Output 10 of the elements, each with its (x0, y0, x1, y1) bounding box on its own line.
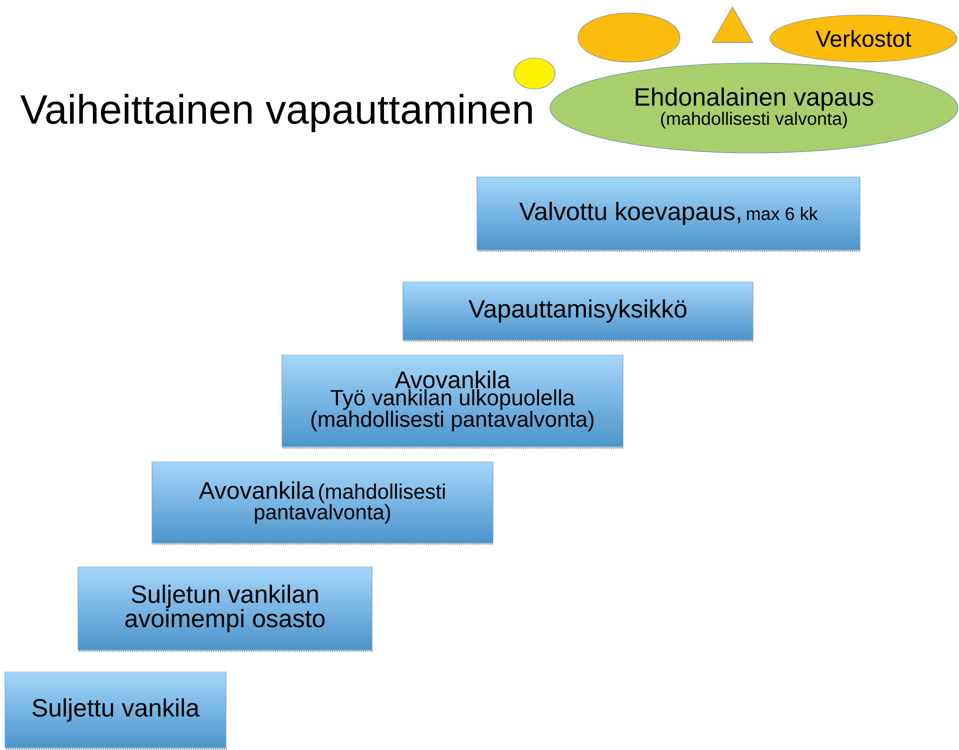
step-box: Avovankila Työ vankilan ulkopuolella (mahdollisesti pantavalvonta) (282, 354, 624, 449)
step-box: Suljettu vankila (4, 672, 227, 750)
oval-node: Verkostot (770, 14, 958, 62)
step-box: Suljetun vankilan avoimempi osasto (78, 566, 373, 652)
circle-node (514, 58, 556, 90)
oval-node (578, 12, 680, 62)
step-box: Valvottu koevapaus, max 6 kk (476, 176, 861, 252)
oval-node: Ehdonalainen vapaus (mahdollisesti valvonta) (550, 62, 958, 154)
step-box: Vapauttamisyksikkö (402, 282, 754, 342)
title: Vaiheittainen vapauttaminen (20, 94, 532, 132)
